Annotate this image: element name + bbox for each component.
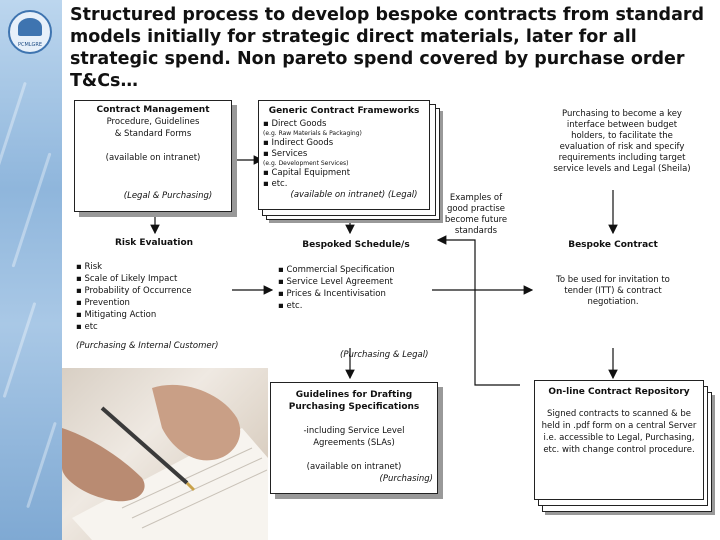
schedule-item: Commercial Specification <box>278 264 434 276</box>
repository-box: On-line Contract Repository Signed contr… <box>534 380 704 500</box>
arrow-repository-feedback <box>436 235 520 386</box>
risk-item: Probability of Occurrence <box>76 285 232 297</box>
risk-item: Mitigating Action <box>76 309 232 321</box>
framework-item-services: Services <box>263 149 425 160</box>
framework-direct-note: (e.g. Raw Materials & Packaging) <box>263 130 362 137</box>
risk-evaluation-owner: (Purchasing & Internal Customer) <box>76 341 219 351</box>
contract-management-line-2: & Standard Forms <box>114 129 192 139</box>
risk-item: etc <box>76 321 232 333</box>
contract-management-heading: Contract Management <box>96 105 210 115</box>
bespoke-contract-body: To be used for invitation to tender (ITT… <box>556 275 670 307</box>
contract-management-availability: (available on intranet) <box>105 153 201 163</box>
framework-item-direct: Direct Goods <box>263 119 425 130</box>
risk-evaluation-block: Risk Evaluation Risk Scale of Likely Imp… <box>76 238 232 352</box>
company-logo-icon: PCMLGRE <box>8 10 52 54</box>
framework-item-indirect: Indirect Goods <box>263 138 425 149</box>
guidelines-box: Guidelines for Drafting Purchasing Speci… <box>270 382 438 494</box>
slide-title: Structured process to develop bespoke co… <box>70 5 705 91</box>
repository-heading: On-line Contract Repository <box>548 387 690 397</box>
bespoke-contract-block: Bespoke Contract To be used for invitati… <box>545 240 681 308</box>
contract-management-owner: (Legal & Purchasing) <box>123 191 213 201</box>
hand-signing-icon <box>62 384 268 540</box>
risk-item: Prevention <box>76 297 232 309</box>
risk-item: Scale of Likely Impact <box>76 273 232 285</box>
schedule-item: Prices & Incentivisation <box>278 288 434 300</box>
generic-frameworks-box: Generic Contract Frameworks Direct Goods… <box>258 100 430 210</box>
repository-body: Signed contracts to scanned & be held in… <box>541 409 697 455</box>
bespoked-schedules-owner: (Purchasing & Legal) <box>340 350 429 360</box>
schedule-item: etc. <box>278 300 434 312</box>
guidelines-heading: Guidelines for Drafting Purchasing Speci… <box>288 390 420 412</box>
contract-management-line-1: Procedure, Guidelines <box>106 117 200 127</box>
decorative-sidebar: PCMLGRE <box>0 0 62 540</box>
framework-item-etc: etc. <box>263 179 425 190</box>
framework-availability: (available on intranet) (Legal) <box>290 190 418 200</box>
bespoke-contract-heading: Bespoke Contract <box>568 240 658 250</box>
risk-item: Risk <box>76 261 232 273</box>
guidelines-body: -including Service Level Agreements (SLA… <box>303 426 405 448</box>
bespoked-schedules-block: Bespoked Schedule/s Commercial Specifica… <box>278 240 434 361</box>
signing-contract-photo <box>62 368 268 540</box>
bespoked-schedules-heading: Bespoked Schedule/s <box>302 240 410 250</box>
schedule-item: Service Level Agreement <box>278 276 434 288</box>
risk-evaluation-heading: Risk Evaluation <box>114 238 194 248</box>
purchasing-note: Purchasing to become a key interface bet… <box>553 109 691 174</box>
examples-note: Examples of good practise become future … <box>444 193 508 236</box>
generic-frameworks-heading: Generic Contract Frameworks <box>268 106 420 116</box>
guidelines-availability: (available on intranet) <box>306 462 402 472</box>
guidelines-owner: (Purchasing) <box>379 474 433 484</box>
contract-management-box: Contract Management Procedure, Guideline… <box>74 100 232 212</box>
framework-services-note: (e.g. Development Services) <box>263 160 349 167</box>
framework-item-capital: Capital Equipment <box>263 168 425 179</box>
